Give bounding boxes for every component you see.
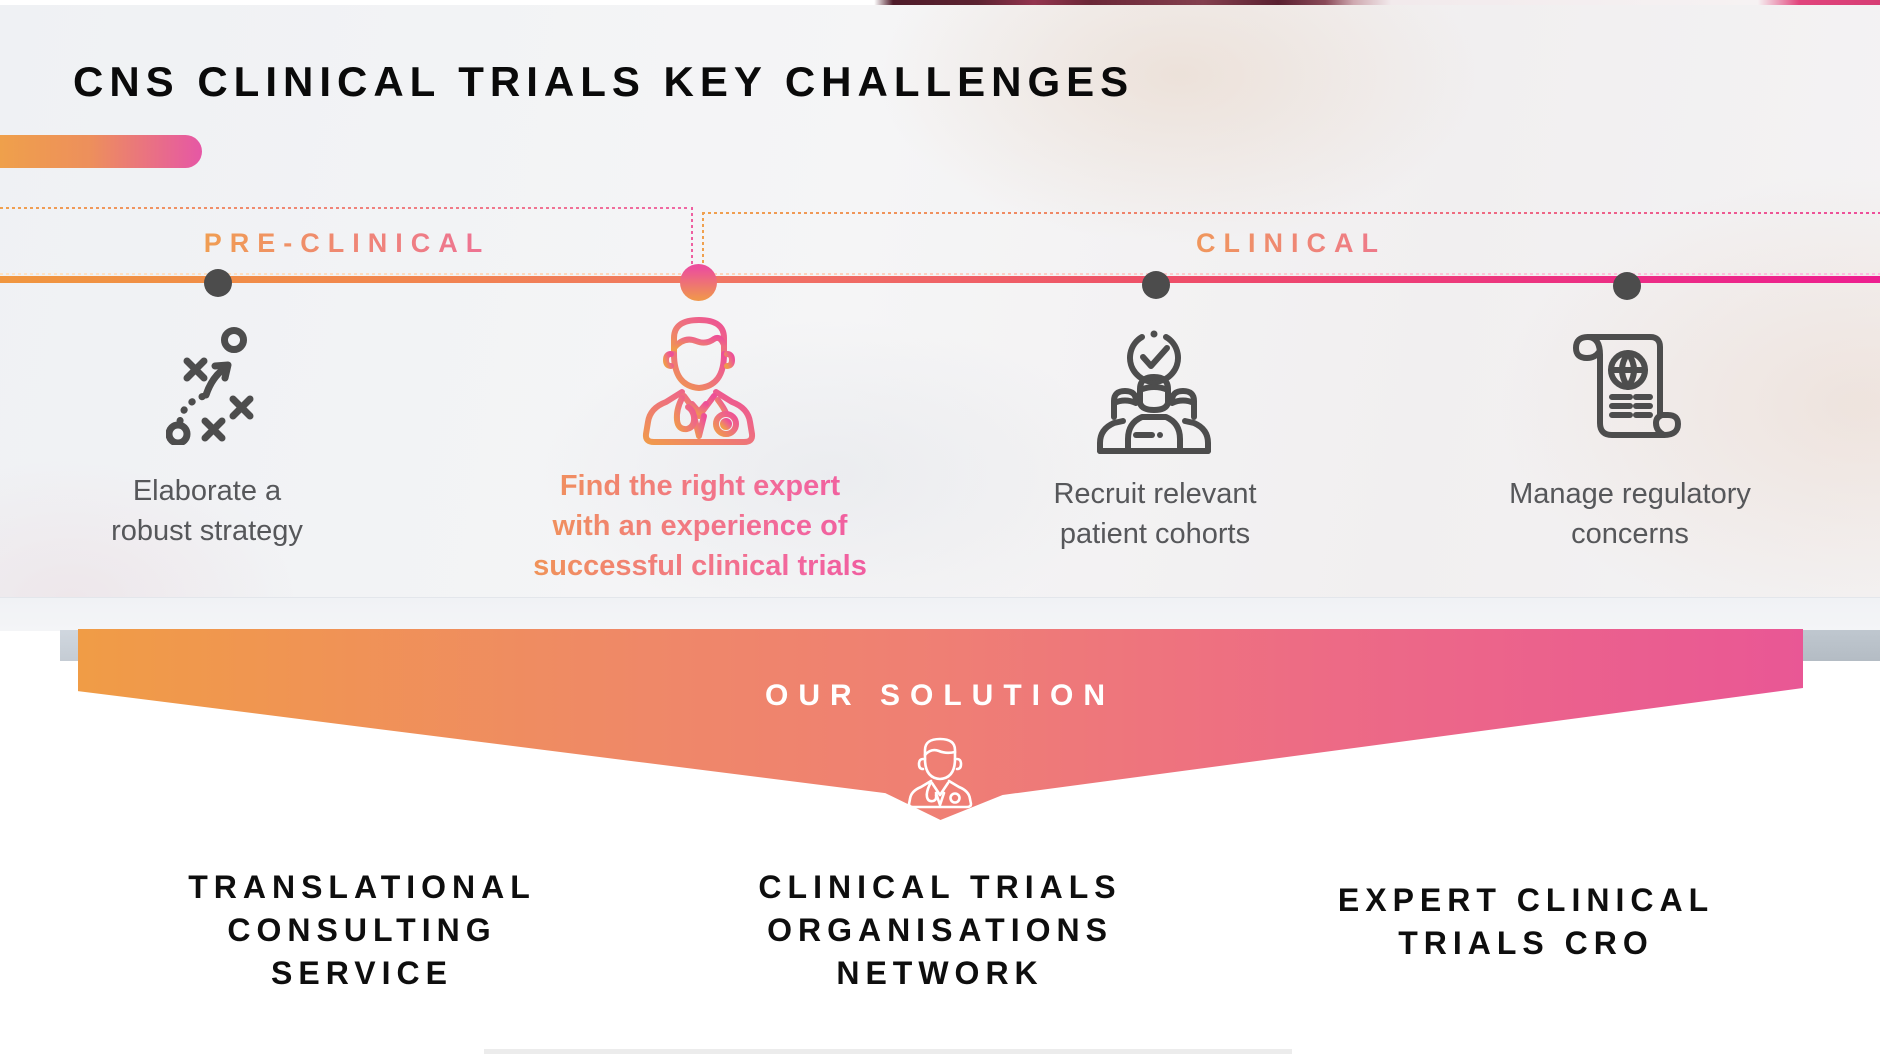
page-title: CNS CLINICAL TRIALS KEY CHALLENGES: [73, 58, 1135, 105]
panel-bottom-divider: [0, 597, 1880, 631]
solution-translational-consulting: TRANSLATIONAL CONSULTING SERVICE: [188, 869, 536, 991]
doctor-icon-white: [907, 737, 973, 809]
banner-fold-left: [60, 630, 78, 661]
solution-banner-title: OUR SOLUTION: [765, 679, 1115, 712]
bottom-divider-line: [484, 1049, 1292, 1054]
regulatory-scroll-icon: [1573, 334, 1681, 438]
strategy-icon: [166, 327, 254, 445]
timeline-dotted-overlay: [0, 273, 1880, 275]
clinical-bracket-drop: [702, 212, 704, 265]
timeline-node-1: [204, 269, 232, 297]
phase-label-preclinical: PRE-CLINICAL: [186, 228, 508, 259]
patient-cohort-icon: [1097, 330, 1211, 454]
banner-fold-right: [1803, 630, 1880, 661]
timeline-node-2-highlighted: [680, 264, 717, 301]
solution-expert-cro: EXPERT CLINICAL TRIALS CRO: [1337, 882, 1715, 961]
solution-organisations-network: CLINICAL TRIALS ORGANISATIONS NETWORK: [758, 869, 1122, 991]
preclinical-dotted-bracket: [0, 207, 688, 209]
clinical-dotted-bracket: [702, 212, 1880, 214]
challenge-label-expert: Find the right expert with an experience…: [470, 466, 930, 586]
content-panel-background: [0, 5, 1880, 630]
timeline-node-4: [1613, 272, 1641, 300]
challenge-label-regulatory: Manage regulatory concerns: [1509, 478, 1751, 550]
timeline-node-3: [1142, 271, 1170, 299]
preclinical-bracket-drop: [691, 207, 693, 265]
phase-label-clinical: CLINICAL: [1140, 228, 1442, 259]
challenge-label-strategy: Elaborate a robust strategy: [111, 475, 303, 547]
doctor-expert-icon: [642, 317, 756, 445]
challenge-label-patients: Recruit relevant patient cohorts: [1053, 478, 1257, 550]
timeline-bar: [0, 276, 1880, 283]
title-accent-bar: [0, 135, 202, 168]
background-photo-sliver: [0, 0, 1880, 5]
